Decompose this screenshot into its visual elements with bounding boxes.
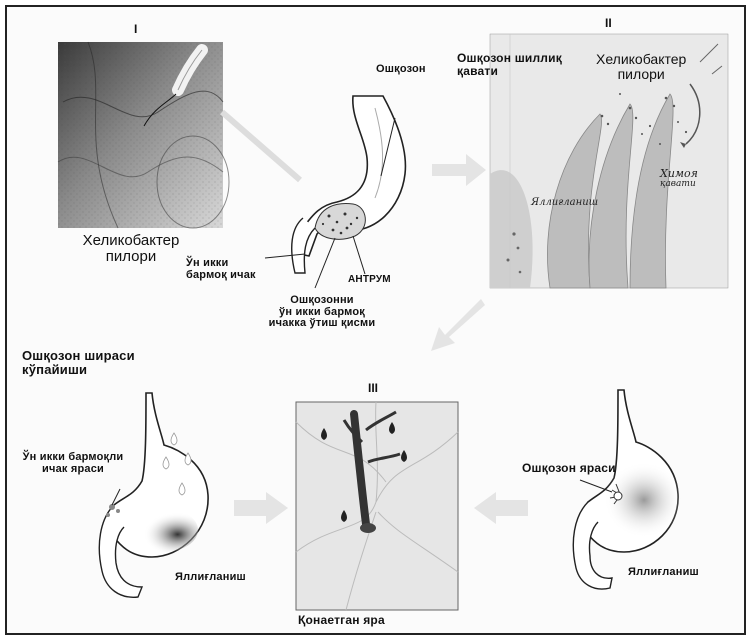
helicobacter2-line1: Хеликобактер — [596, 52, 686, 67]
duodenal-ulcer-line1: Ўн икки бармоқли — [18, 452, 128, 464]
duodenal-ulcer-label: Ўн икки бармоқли ичак яраси — [18, 452, 128, 475]
stomach-diagram-right — [560, 382, 730, 592]
arrow-to-panel-II — [430, 150, 490, 190]
gastric-ulcer-label: Ошқозон яраси — [522, 462, 616, 475]
inflammation-left-label: Яллиғланиш — [175, 572, 246, 584]
protective-label: Химоя қавати — [660, 168, 698, 189]
panel-II-label: II — [605, 17, 612, 30]
helicobacter2-label: Хеликобактер пилори — [596, 52, 686, 81]
transition-line1: Ошқозонни — [262, 295, 382, 307]
mucosa-label: Ошқозон шиллиқ қавати — [457, 52, 562, 77]
helicobacter-micrograph — [58, 42, 223, 228]
inflammation-right-label: Яллиғланиш — [628, 567, 699, 579]
stomach-diagram-top — [275, 78, 435, 278]
bleeding-ulcer-label: Қонаетган яра — [298, 614, 385, 627]
protective-line2: қавати — [660, 180, 698, 189]
juice-label: Ошқозон шираси кўпайиши — [22, 349, 135, 376]
helicobacter-line2: пилори — [76, 249, 186, 265]
transition-line3: ичакка ўтиш қисми — [262, 318, 382, 330]
arrow-right-to-III — [470, 490, 530, 526]
helicobacter-line1: Хеликобактер — [76, 233, 186, 249]
antrum-label: АНТРУМ — [348, 275, 391, 286]
mucosa-line1: Ошқозон шиллиқ — [457, 52, 562, 65]
helicobacter-label: Хеликобактер пилори — [76, 233, 186, 265]
arrow-II-to-III — [425, 295, 485, 355]
duodenum-line1: Ўн икки — [186, 258, 256, 270]
panel-III-label: III — [368, 382, 378, 395]
juice-line2: кўпайиши — [22, 363, 135, 377]
duodenum-line2: бармоқ ичак — [186, 270, 256, 282]
bleeding-ulcer-image — [296, 402, 458, 610]
panel-I-label: I — [134, 23, 137, 36]
protective-line1: Химоя — [660, 168, 698, 180]
juice-line1: Ошқозон шираси — [22, 349, 135, 363]
arrow-left-to-III — [232, 490, 292, 526]
mucosa-line2: қавати — [457, 65, 562, 78]
helicobacter2-line2: пилори — [596, 67, 686, 82]
inflammation-small-label: Яллиғланиш — [531, 198, 598, 209]
duodenal-ulcer-line2: ичак яраси — [18, 464, 128, 476]
oshqozon-label: Ошқозон — [376, 64, 426, 76]
transition-label: Ошқозонни ўн икки бармоқ ичакка ўтиш қис… — [262, 295, 382, 330]
duodenum-label: Ўн икки бармоқ ичак — [186, 258, 256, 281]
